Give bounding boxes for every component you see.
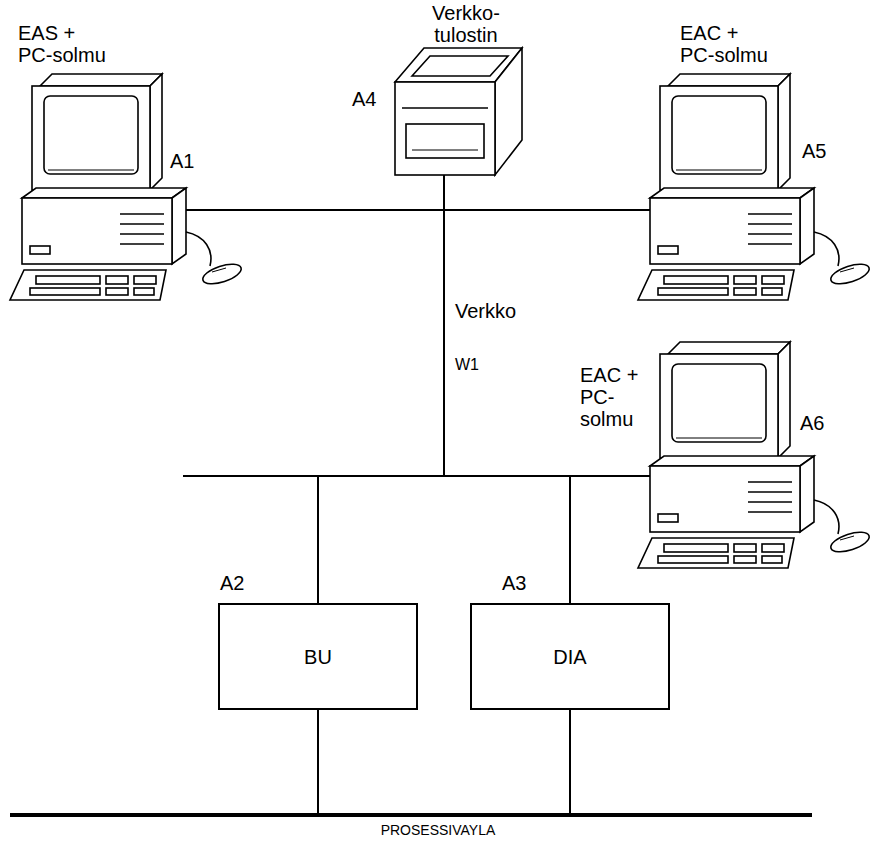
process-box: BU — [218, 603, 418, 710]
printer-icon — [395, 48, 522, 175]
network-lines — [183, 175, 652, 476]
pc-label: EAS + PC-solmu — [18, 22, 112, 66]
bus-label: PROSESSIVAYLA — [328, 822, 548, 838]
pc-icon — [638, 342, 871, 568]
callout-number: A3 — [502, 572, 526, 594]
callout-number: A2 — [220, 572, 244, 594]
process-box: DIA — [470, 603, 670, 710]
network-id: W1 — [455, 356, 479, 374]
bus-connector — [318, 710, 570, 815]
pc-label: EAC + PC- solmu — [580, 364, 646, 430]
connector-line — [318, 710, 570, 815]
pc-label: EAC + PC-solmu — [680, 22, 774, 66]
box-text: BU — [296, 642, 340, 672]
pc-icon — [638, 74, 871, 300]
pc-icon — [10, 74, 243, 300]
callout-number: A1 — [170, 150, 194, 172]
box-text: DIA — [545, 642, 594, 672]
printer-label: Verkko- tulostin — [414, 2, 518, 46]
callout-number: A5 — [802, 140, 826, 162]
callout-number: A6 — [800, 412, 824, 434]
callout-number: A4 — [352, 88, 376, 110]
network-label: Verkko — [455, 300, 516, 322]
connector-line — [318, 476, 570, 603]
bus-connector — [318, 476, 570, 603]
